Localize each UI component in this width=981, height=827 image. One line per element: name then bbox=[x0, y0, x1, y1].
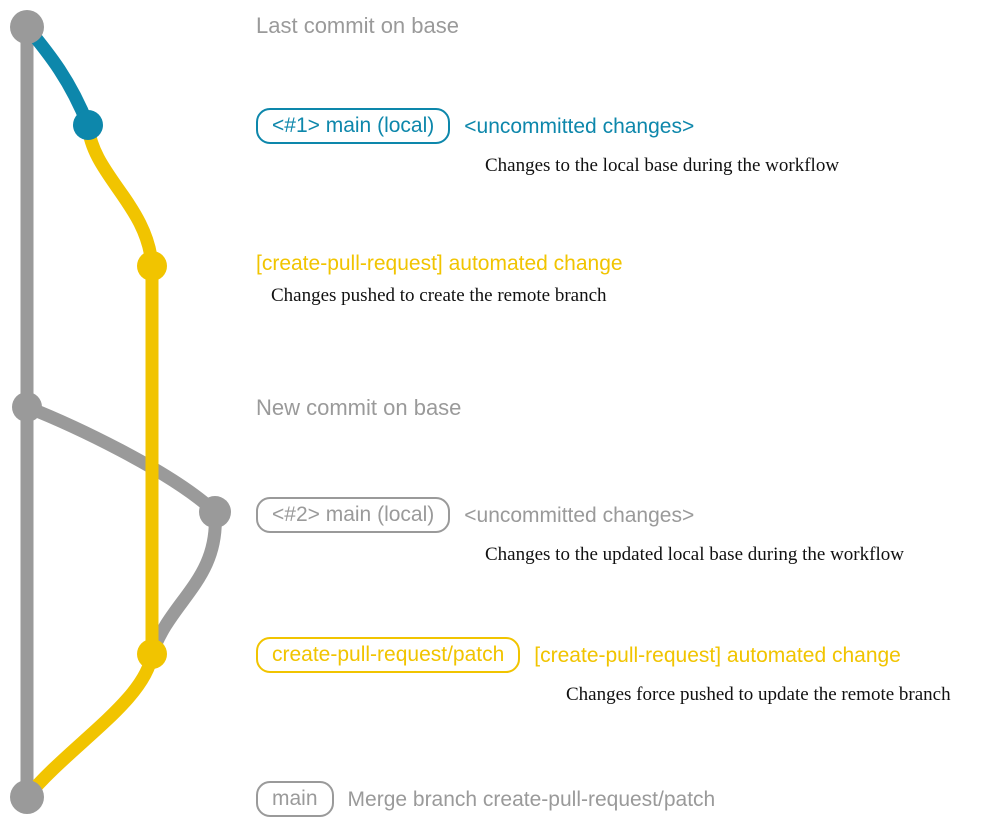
commit-row-line: main Merge branch create-pull-request/pa… bbox=[256, 781, 715, 817]
commit-row-line: create-pull-request/patch [create-pull-r… bbox=[256, 637, 951, 673]
commit-subject-last-commit-on-base: Last commit on base bbox=[256, 13, 459, 38]
commit-subject-local-changes-2: <uncommitted changes> bbox=[464, 503, 695, 527]
commit-node-local-changes-1[interactable] bbox=[73, 110, 103, 140]
commit-note-local-changes-1: Changes to the local base during the wor… bbox=[485, 155, 840, 176]
commit-row-line: New commit on base bbox=[256, 397, 461, 419]
edge-base-to-local1 bbox=[20, 20, 95, 132]
commit-row-line: <#2> main (local) <uncommitted changes> bbox=[256, 497, 904, 533]
commit-subject-new-commit-on-base: New commit on base bbox=[256, 395, 462, 420]
commit-row-automated-change-2: create-pull-request/patch [create-pull-r… bbox=[256, 637, 951, 704]
ref-badge-main-local-2[interactable]: <#2> main (local) bbox=[256, 497, 451, 533]
commit-subject-automated-change-1: [create-pull-request] automated change bbox=[256, 252, 623, 275]
edge-local1-to-patch1 bbox=[81, 118, 159, 273]
commit-graph bbox=[10, 10, 231, 814]
commit-subject-automated-change-2: [create-pull-request] automated change bbox=[534, 643, 901, 667]
commit-note-local-changes-2: Changes to the updated local base during… bbox=[485, 544, 904, 565]
commit-row-last-commit-on-base: Last commit on base bbox=[256, 15, 459, 37]
commit-row-new-commit-on-base: New commit on base bbox=[256, 397, 461, 419]
commit-row-local-changes-1: <#1> main (local) <uncommitted changes> … bbox=[256, 108, 839, 175]
edge-patch2-to-merge bbox=[20, 647, 159, 804]
commit-row-line: [create-pull-request] automated change bbox=[256, 253, 623, 274]
commit-note-automated-change-2: Changes force pushed to update the remot… bbox=[566, 684, 951, 705]
commit-row-automated-change-1: [create-pull-request] automated change C… bbox=[256, 253, 623, 305]
ref-badge-main[interactable]: main bbox=[256, 781, 334, 817]
commit-note-automated-change-1: Changes pushed to create the remote bran… bbox=[271, 285, 607, 306]
edge-base-to-local2 bbox=[20, 400, 222, 519]
commit-node-last-commit-on-base[interactable] bbox=[10, 10, 44, 44]
commit-subject-merge: Merge branch create-pull-request/patch bbox=[347, 787, 716, 811]
commit-node-new-commit-on-base[interactable] bbox=[12, 392, 42, 422]
commit-row-merge: main Merge branch create-pull-request/pa… bbox=[256, 781, 715, 817]
commit-node-local-changes-2[interactable] bbox=[199, 496, 231, 528]
commit-node-automated-change-1[interactable] bbox=[137, 251, 167, 281]
ref-badge-create-pull-request-patch[interactable]: create-pull-request/patch bbox=[256, 637, 521, 673]
commit-row-line: Last commit on base bbox=[256, 15, 459, 37]
edge-local2-to-patch2 bbox=[145, 505, 222, 661]
commit-node-merge[interactable] bbox=[10, 780, 44, 814]
commit-subject-local-changes-1: <uncommitted changes> bbox=[464, 114, 695, 138]
commit-row-local-changes-2: <#2> main (local) <uncommitted changes> … bbox=[256, 497, 904, 564]
commit-row-line: <#1> main (local) <uncommitted changes> bbox=[256, 108, 839, 144]
ref-badge-main-local-1[interactable]: <#1> main (local) bbox=[256, 108, 451, 144]
commit-node-automated-change-2[interactable] bbox=[137, 639, 167, 669]
